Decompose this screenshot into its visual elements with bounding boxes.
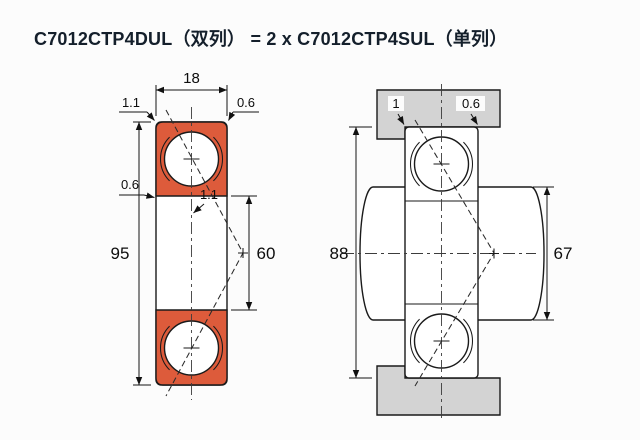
- raceway-arcs-top: [410, 141, 473, 187]
- dim-housing-fillet-label: 1: [392, 96, 399, 111]
- label-halo: [388, 96, 404, 111]
- dim-bore-chamfer-left-label: 0.6: [121, 177, 139, 192]
- raceway-arcs-top: [160, 136, 223, 182]
- right-view-mounted-bearing: 1 0.6 88 67: [330, 84, 573, 421]
- dim-outer-chamfer-right-label: 0.6: [237, 95, 255, 110]
- dim-bore-diameter-label: 60: [257, 244, 276, 263]
- page-title: C7012CTP4DUL（双列） = 2 x C7012CTP4SUL（单列）: [34, 29, 508, 49]
- center-tick-marks: [183, 158, 248, 349]
- center-tick-marks: [433, 163, 499, 342]
- dim-outer-chamfer-left-label: 1.1: [122, 95, 140, 110]
- left-view-bearing-cross-section: 18 1.1 0.6 0.6 1.1 95 60: [111, 70, 276, 400]
- dim-outer-diameter-label: 95: [111, 244, 130, 263]
- dim-mount-chamfer-label: 0.6: [462, 96, 480, 111]
- right-view-dimension-lines: [349, 113, 554, 379]
- dim-bore-chamfer-inner-label: 1.1: [200, 187, 218, 202]
- label-halo: [456, 96, 485, 111]
- dim-housing-shoulder-label: 88: [330, 244, 349, 263]
- dim-shaft-shoulder-label: 67: [554, 244, 573, 263]
- left-view-dimension-lines: [119, 85, 259, 386]
- raceway-arcs-bottom: [160, 325, 223, 371]
- dim-width-label: 18: [183, 70, 200, 87]
- raceway-arcs-bottom: [410, 318, 473, 364]
